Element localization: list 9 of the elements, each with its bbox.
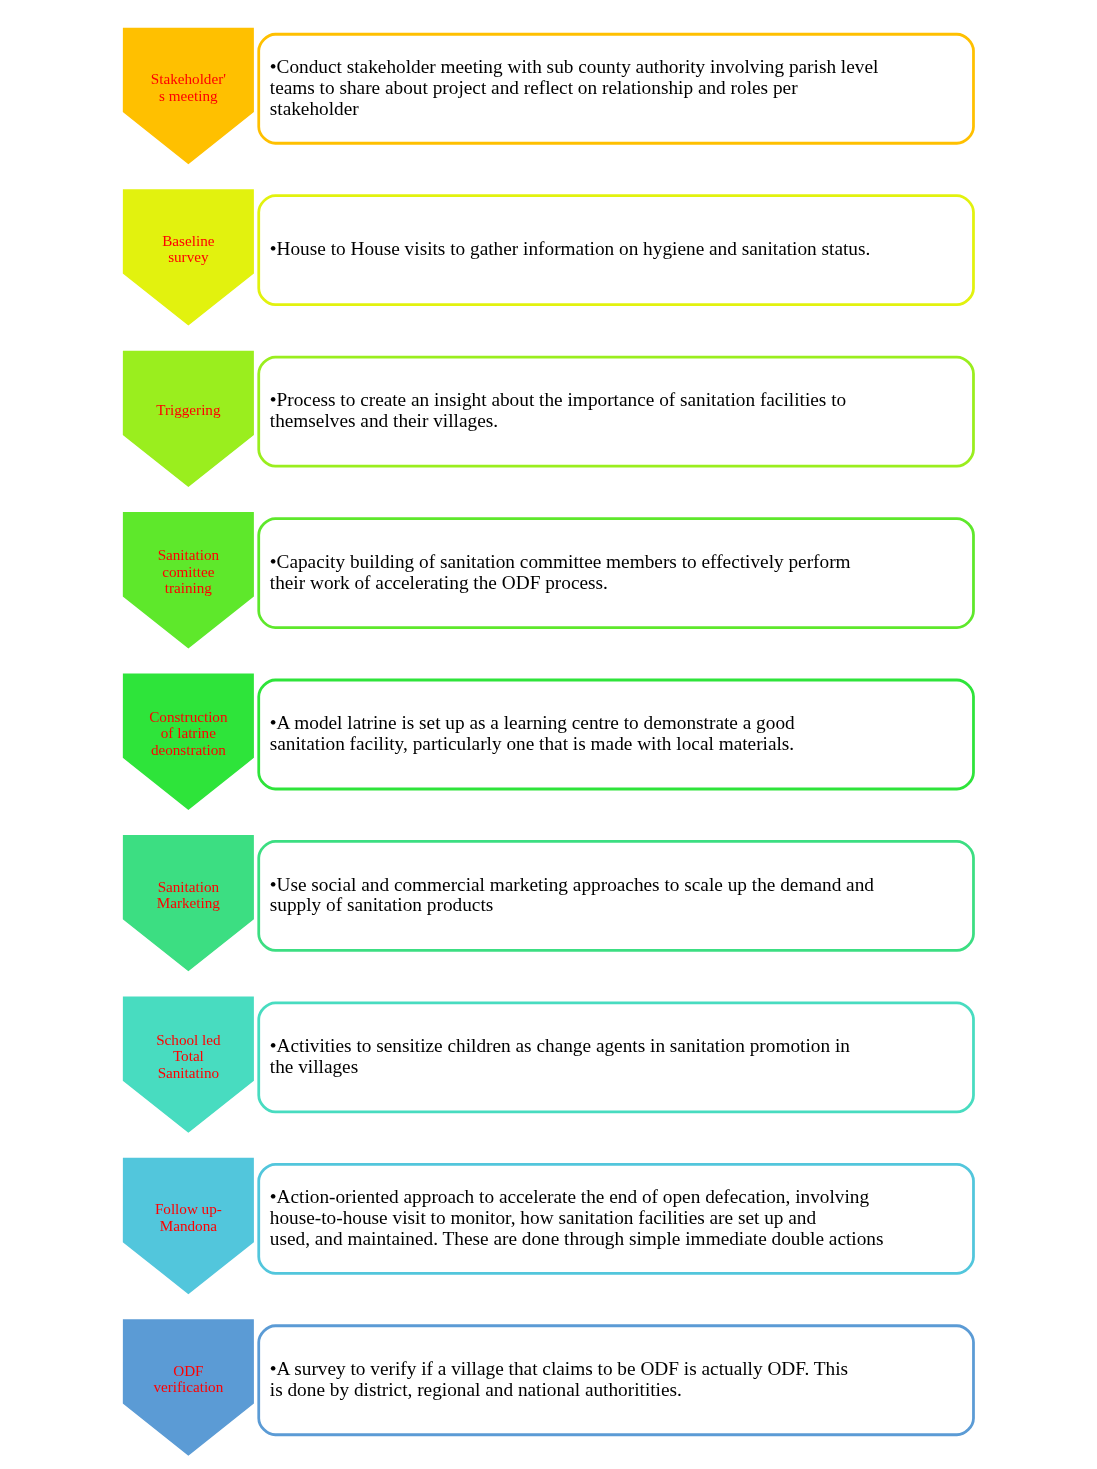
node-box: •House to House visits to gather information on hygiene and sanitation status. [257,194,975,307]
node-box: •Activities to sensitize children as change agents in sanitation promotion in the villages [257,1001,975,1114]
node-box: •A survey to verify if a village that claims to be ODF is actually ODF. This is done by district, regional and national authoritities. [257,1324,975,1437]
node-box: •Process to create an insight about the importance of sanitation facilities to themselves and their villages. [257,355,975,468]
node-box: •Action-oriented approach to accelerate the end of open defecation, involving house-to-house visit to monitor, how sanitation facilities are set up and used, and maintained. These are done through simple immediate double actions [257,1162,975,1275]
node-box: •Conduct stakeholder meeting with sub county authority involving parish level teams to share about project and reflect on relationship and roles per stakeholder [257,32,975,145]
node-box: •A model latrine is set up as a learning centre to demonstrate a good sanitation facility, particularly one that is made with local materials. [257,678,975,791]
node-box: •Capacity building of sanitation committee members to effectively perform their work of accelerating the ODF process. [257,517,975,629]
node-box: •Use social and commercial marketing approaches to scale up the demand and supply of sanitation products [257,840,975,952]
